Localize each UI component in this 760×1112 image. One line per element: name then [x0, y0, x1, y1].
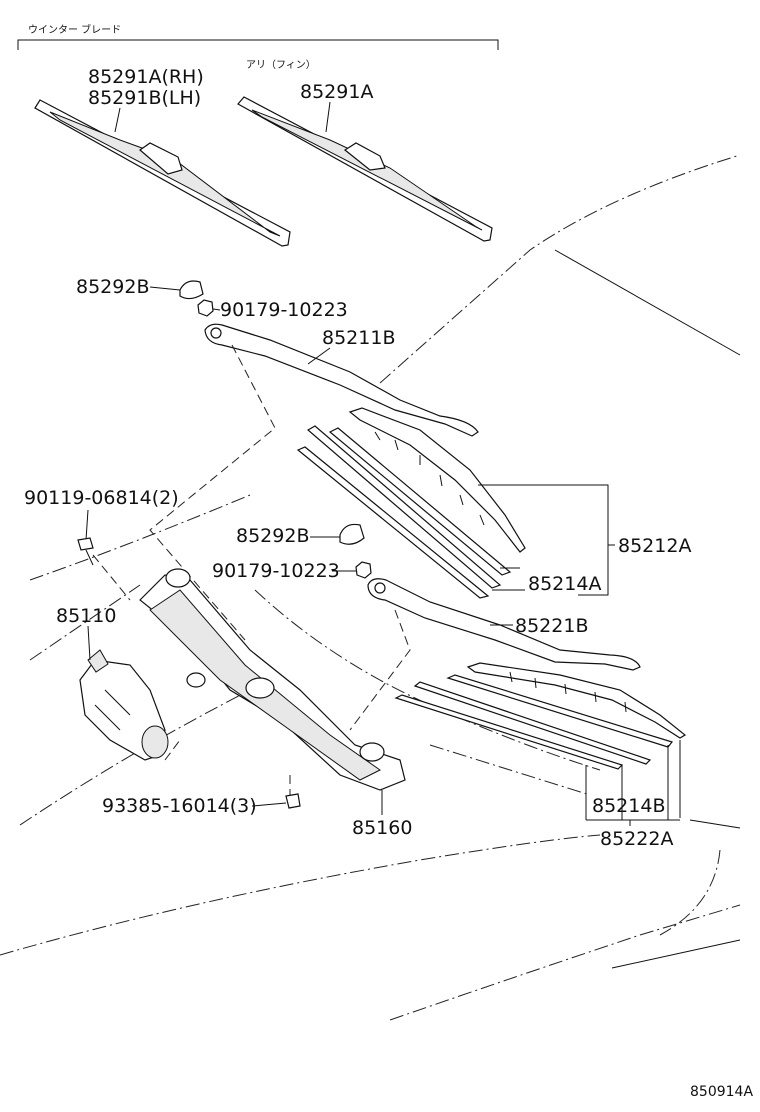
- wiper-motor: 85110: [56, 605, 169, 761]
- leader-85110: [87, 625, 91, 661]
- part-label-93385: 93385-16014(3): [102, 795, 257, 817]
- part-label-90179-lower: 90179-10223: [212, 560, 340, 582]
- blade-opt-frame: [251, 109, 483, 231]
- pivot-rh: [165, 568, 191, 588]
- leader-85291A-opt: [325, 101, 331, 133]
- bolt-motor: 90119-06814(2): [24, 487, 179, 566]
- bolt-link: 93385-16014(3): [102, 793, 301, 817]
- rubber-lh-strip: [394, 694, 624, 770]
- arm-lh-pivot: [374, 582, 386, 594]
- part-label-90119: 90119-06814(2): [24, 487, 179, 509]
- part-label-85211B: 85211B: [322, 327, 395, 349]
- guide-motor: [164, 739, 181, 761]
- arm-rh-pivot: [210, 327, 222, 339]
- part-label-85291B-lh: 85291B(LH): [88, 87, 201, 109]
- rubber-lh-upper: [446, 674, 674, 748]
- leader-85292B-upper: [149, 286, 181, 291]
- part-label-90179-upper: 90179-10223: [220, 299, 348, 321]
- blade-rh-clips: [374, 431, 485, 526]
- part-label-85292B-upper: 85292B: [76, 276, 149, 298]
- bumper-line-2: [611, 939, 741, 969]
- blade-frame: [49, 111, 281, 237]
- nut-upper-shape: [197, 299, 214, 317]
- wiper-arm-rh: 85211B: [204, 323, 479, 437]
- part-label-85214A: 85214A: [528, 573, 601, 595]
- blade-lh-clips: [509, 671, 627, 713]
- winter-blade-label: ウインター ブレード: [28, 23, 121, 36]
- part-label-85221B: 85221B: [515, 615, 588, 637]
- fender-line: [689, 819, 741, 829]
- bolt-link-head: [285, 793, 301, 809]
- bolt-head: [77, 537, 94, 551]
- guide-bolt-motor: [92, 554, 131, 601]
- rubber-rh-upper: [328, 427, 512, 576]
- cowl-line-left-2: [29, 584, 141, 661]
- part-label-85292B-lower: 85292B: [236, 525, 309, 547]
- motor-ribs: [94, 689, 131, 731]
- nut-lower-shape: [355, 561, 372, 579]
- part-label-85214B: 85214B: [592, 795, 665, 817]
- windshield-edge-upper: [379, 154, 741, 384]
- bracket-85212A: [478, 484, 609, 596]
- blade-rh-frame: [348, 407, 526, 553]
- motor-end-cap: [141, 725, 169, 759]
- cap-lower-shape: [339, 523, 365, 545]
- option-label: アリ（フィン）: [246, 59, 316, 71]
- fender-curve: [659, 849, 721, 936]
- cap-nut-lower: 85292B 90179-10223: [212, 523, 372, 582]
- bolt-shank: [85, 549, 94, 566]
- leader-93385: [251, 802, 287, 807]
- diagram-ref: 850914A: [690, 1084, 753, 1100]
- leader-85211B: [307, 347, 331, 365]
- hood-line-right: [429, 744, 591, 796]
- pivot-lh: [359, 742, 385, 762]
- part-label-85110: 85110: [56, 605, 116, 627]
- winter-blade-group: ウインター ブレード アリ（フィン）: [17, 23, 499, 71]
- rubber-rh-insert: [306, 425, 502, 589]
- leader-85291: [114, 107, 121, 133]
- wiper-link: 85160: [139, 568, 412, 839]
- guide-arm-lh: [349, 609, 411, 731]
- blade-lh-frame: [466, 662, 687, 739]
- part-label-85291A-opt: 85291A: [300, 81, 373, 103]
- wiper-arm-lh: 85221B: [367, 578, 641, 671]
- part-label-85160: 85160: [352, 817, 412, 839]
- hood-edge-lower: [0, 834, 601, 956]
- rubber-rh-strip: [296, 446, 490, 599]
- crank-center: [245, 677, 275, 699]
- cap-upper-shape: [179, 280, 204, 300]
- cap-nut-upper: 85292B 90179-10223: [76, 276, 348, 321]
- part-label-85291A-rh: 85291A(RH): [88, 66, 204, 88]
- assembly-guides: [92, 344, 411, 795]
- cowl-line-left: [29, 494, 251, 581]
- blade-assy-rh: 85212A 85214A: [296, 407, 691, 599]
- bumper-line: [389, 904, 741, 1021]
- motor-connector: [87, 649, 109, 673]
- winter-blade-rh-lh: 85291A(RH) 85291B(LH): [34, 66, 291, 247]
- guide-arm-rh: [149, 344, 276, 641]
- leader-90179-upper: [212, 308, 221, 311]
- blade-assy-lh: 85214B 85222A: [394, 662, 687, 850]
- leader-90119: [85, 509, 89, 541]
- part-label-85222A: 85222A: [600, 828, 673, 850]
- part-label-85212A: 85212A: [618, 535, 691, 557]
- blade-clip: [139, 142, 183, 175]
- arm-lh-shape: [367, 578, 641, 671]
- group-bracket: [17, 39, 499, 50]
- winter-blade-option: 85291A: [237, 81, 493, 242]
- crank-joint: [186, 672, 206, 688]
- rubber-lh-insert: [413, 681, 652, 765]
- arm-rh-shape: [204, 323, 479, 437]
- blade-opt-clip: [343, 142, 386, 171]
- windshield-side-line: [554, 249, 741, 356]
